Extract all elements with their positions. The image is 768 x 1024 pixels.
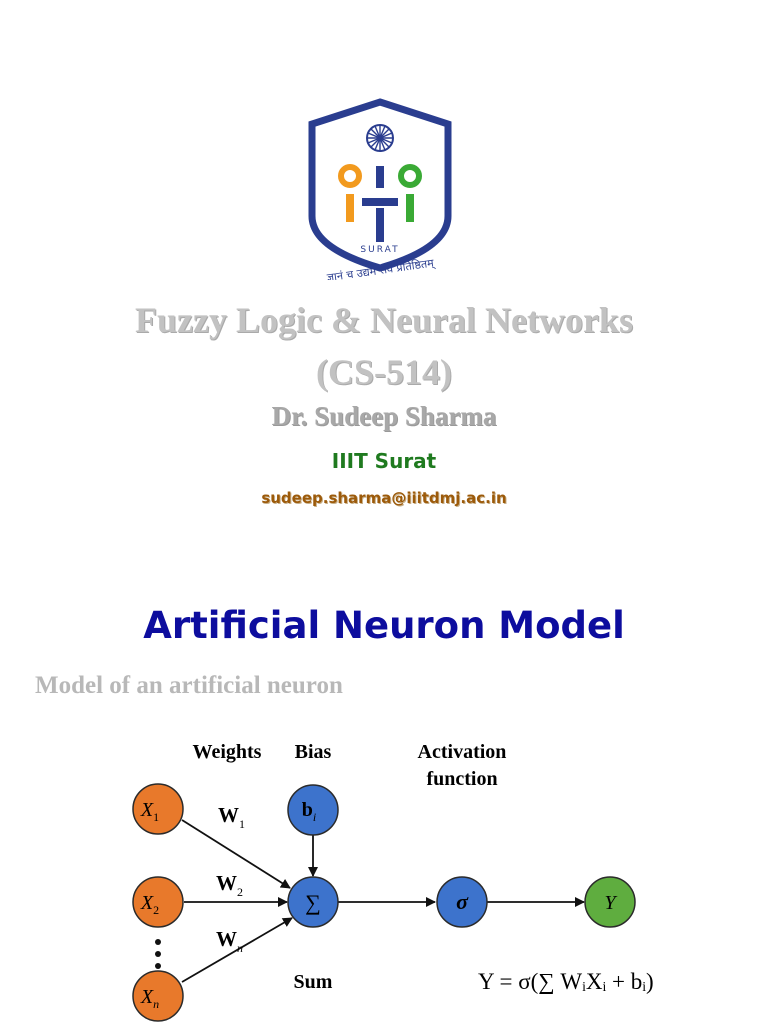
weight-label-1: W1 xyxy=(218,803,245,831)
input-node-xn: Xn xyxy=(132,970,184,1022)
bias-label: Bias xyxy=(295,741,332,763)
edge-xn-sum xyxy=(181,917,293,983)
activation-label-line2: function xyxy=(426,768,497,790)
ellipsis-dots xyxy=(155,939,161,969)
input-node-x1: X1 xyxy=(132,783,184,835)
weight-label-2: W2 xyxy=(216,871,243,899)
weights-label: Weights xyxy=(193,741,262,763)
weight-label-n: Wn xyxy=(216,927,243,955)
svg-text:Y: Y xyxy=(604,892,617,914)
instructor-name: Dr. Sudeep Sharma xyxy=(271,401,497,431)
course-code: (CS-514) xyxy=(316,352,452,392)
iiit-surat-logo: SURAT ज्ञानं च उद्यमे सर्वं प्रतिष्ठितम् xyxy=(308,98,452,280)
neuron-diagram: Weights Bias Activation function Sum W1 … xyxy=(132,741,654,1022)
svg-text:Xn: Xn xyxy=(140,986,159,1011)
output-node: Y xyxy=(584,876,636,928)
course-title: Fuzzy Logic & Neural Networks xyxy=(135,300,633,340)
instructor-email: sudeep.sharma@iiitdmj.ac.in xyxy=(261,489,507,507)
edge-x1-sum xyxy=(181,819,291,889)
svg-text:bi: bi xyxy=(302,799,316,824)
svg-text:X1: X1 xyxy=(140,799,159,824)
svg-text:σ: σ xyxy=(456,889,469,914)
svg-text:∑: ∑ xyxy=(305,890,321,915)
institute-name: IIIT Surat xyxy=(331,449,437,473)
neuron-formula: Y = σ(∑ WᵢXᵢ + bᵢ) xyxy=(478,969,654,994)
svg-text:X2: X2 xyxy=(140,892,159,917)
logo-text: SURAT xyxy=(360,245,399,255)
activation-node: σ xyxy=(436,876,488,928)
input-node-x2: X2 xyxy=(132,876,184,928)
activation-label-line1: Activation xyxy=(418,741,507,763)
chakra-icon xyxy=(366,124,394,152)
slide-subtitle: Model of an artificial neuron xyxy=(35,672,343,699)
sum-label: Sum xyxy=(294,971,333,993)
slide-title: Artificial Neuron Model xyxy=(143,604,625,647)
sum-node: ∑ xyxy=(287,876,339,928)
bias-node: bi xyxy=(287,784,339,836)
